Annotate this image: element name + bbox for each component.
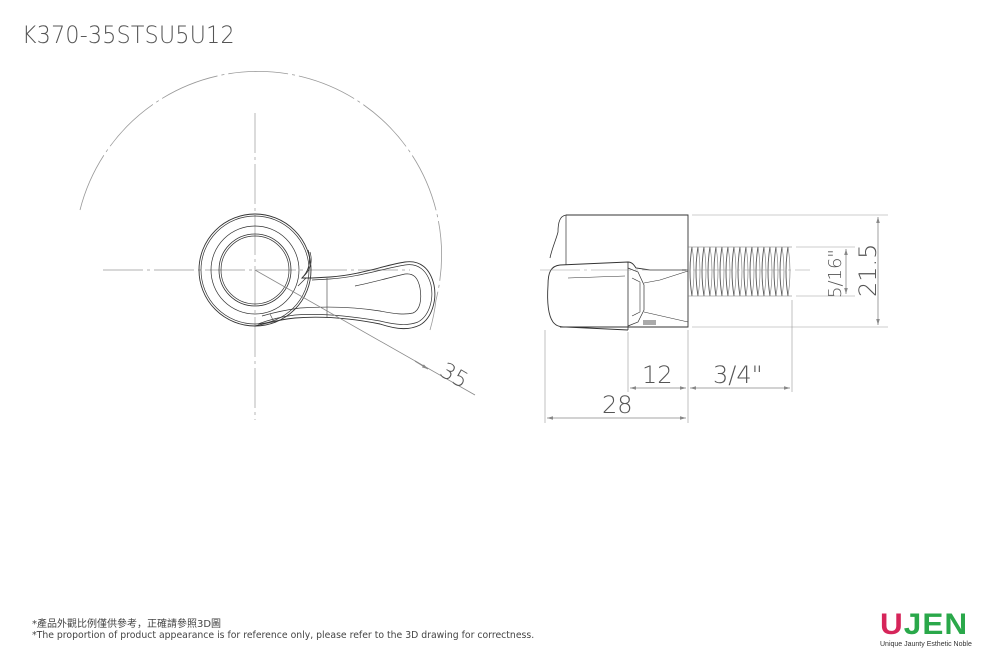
disclaimer-note-chinese: *產品外觀比例僅供參考，正確請參照3D圖 [32,619,222,630]
part-number-title: K370-35STSU5U12 [22,21,235,49]
swing-radius-arc [79,71,442,301]
radius-dimension-label: 35 [435,358,472,394]
head-length-dimension: 12 [642,361,673,389]
logo-tagline: Unique Jaunty Esthetic Noble [880,641,972,648]
ujen-logo: UJEN Unique Jaunty Esthetic Noble [880,610,980,649]
logo-wordmark: UJEN [880,608,985,641]
disclaimer-note-english: *The proportion of product appearance is… [32,630,535,641]
bolt-thread [688,246,792,297]
thread-length-dimension: 3/4" [713,361,763,389]
side-view: 21.5 5/16" 12 3/4" 28 [540,214,888,423]
logo-letter-u: U [880,608,904,641]
overall-length-dimension: 28 [602,391,633,419]
head-height-dimension: 21.5 [854,244,882,297]
wing-lever-outline [254,249,436,330]
thread-diameter-dimension: 5/16" [825,249,846,298]
logo-letters-jen: JEN [903,608,969,641]
front-view: 35 [79,71,476,420]
radius-leader-line [254,269,476,396]
